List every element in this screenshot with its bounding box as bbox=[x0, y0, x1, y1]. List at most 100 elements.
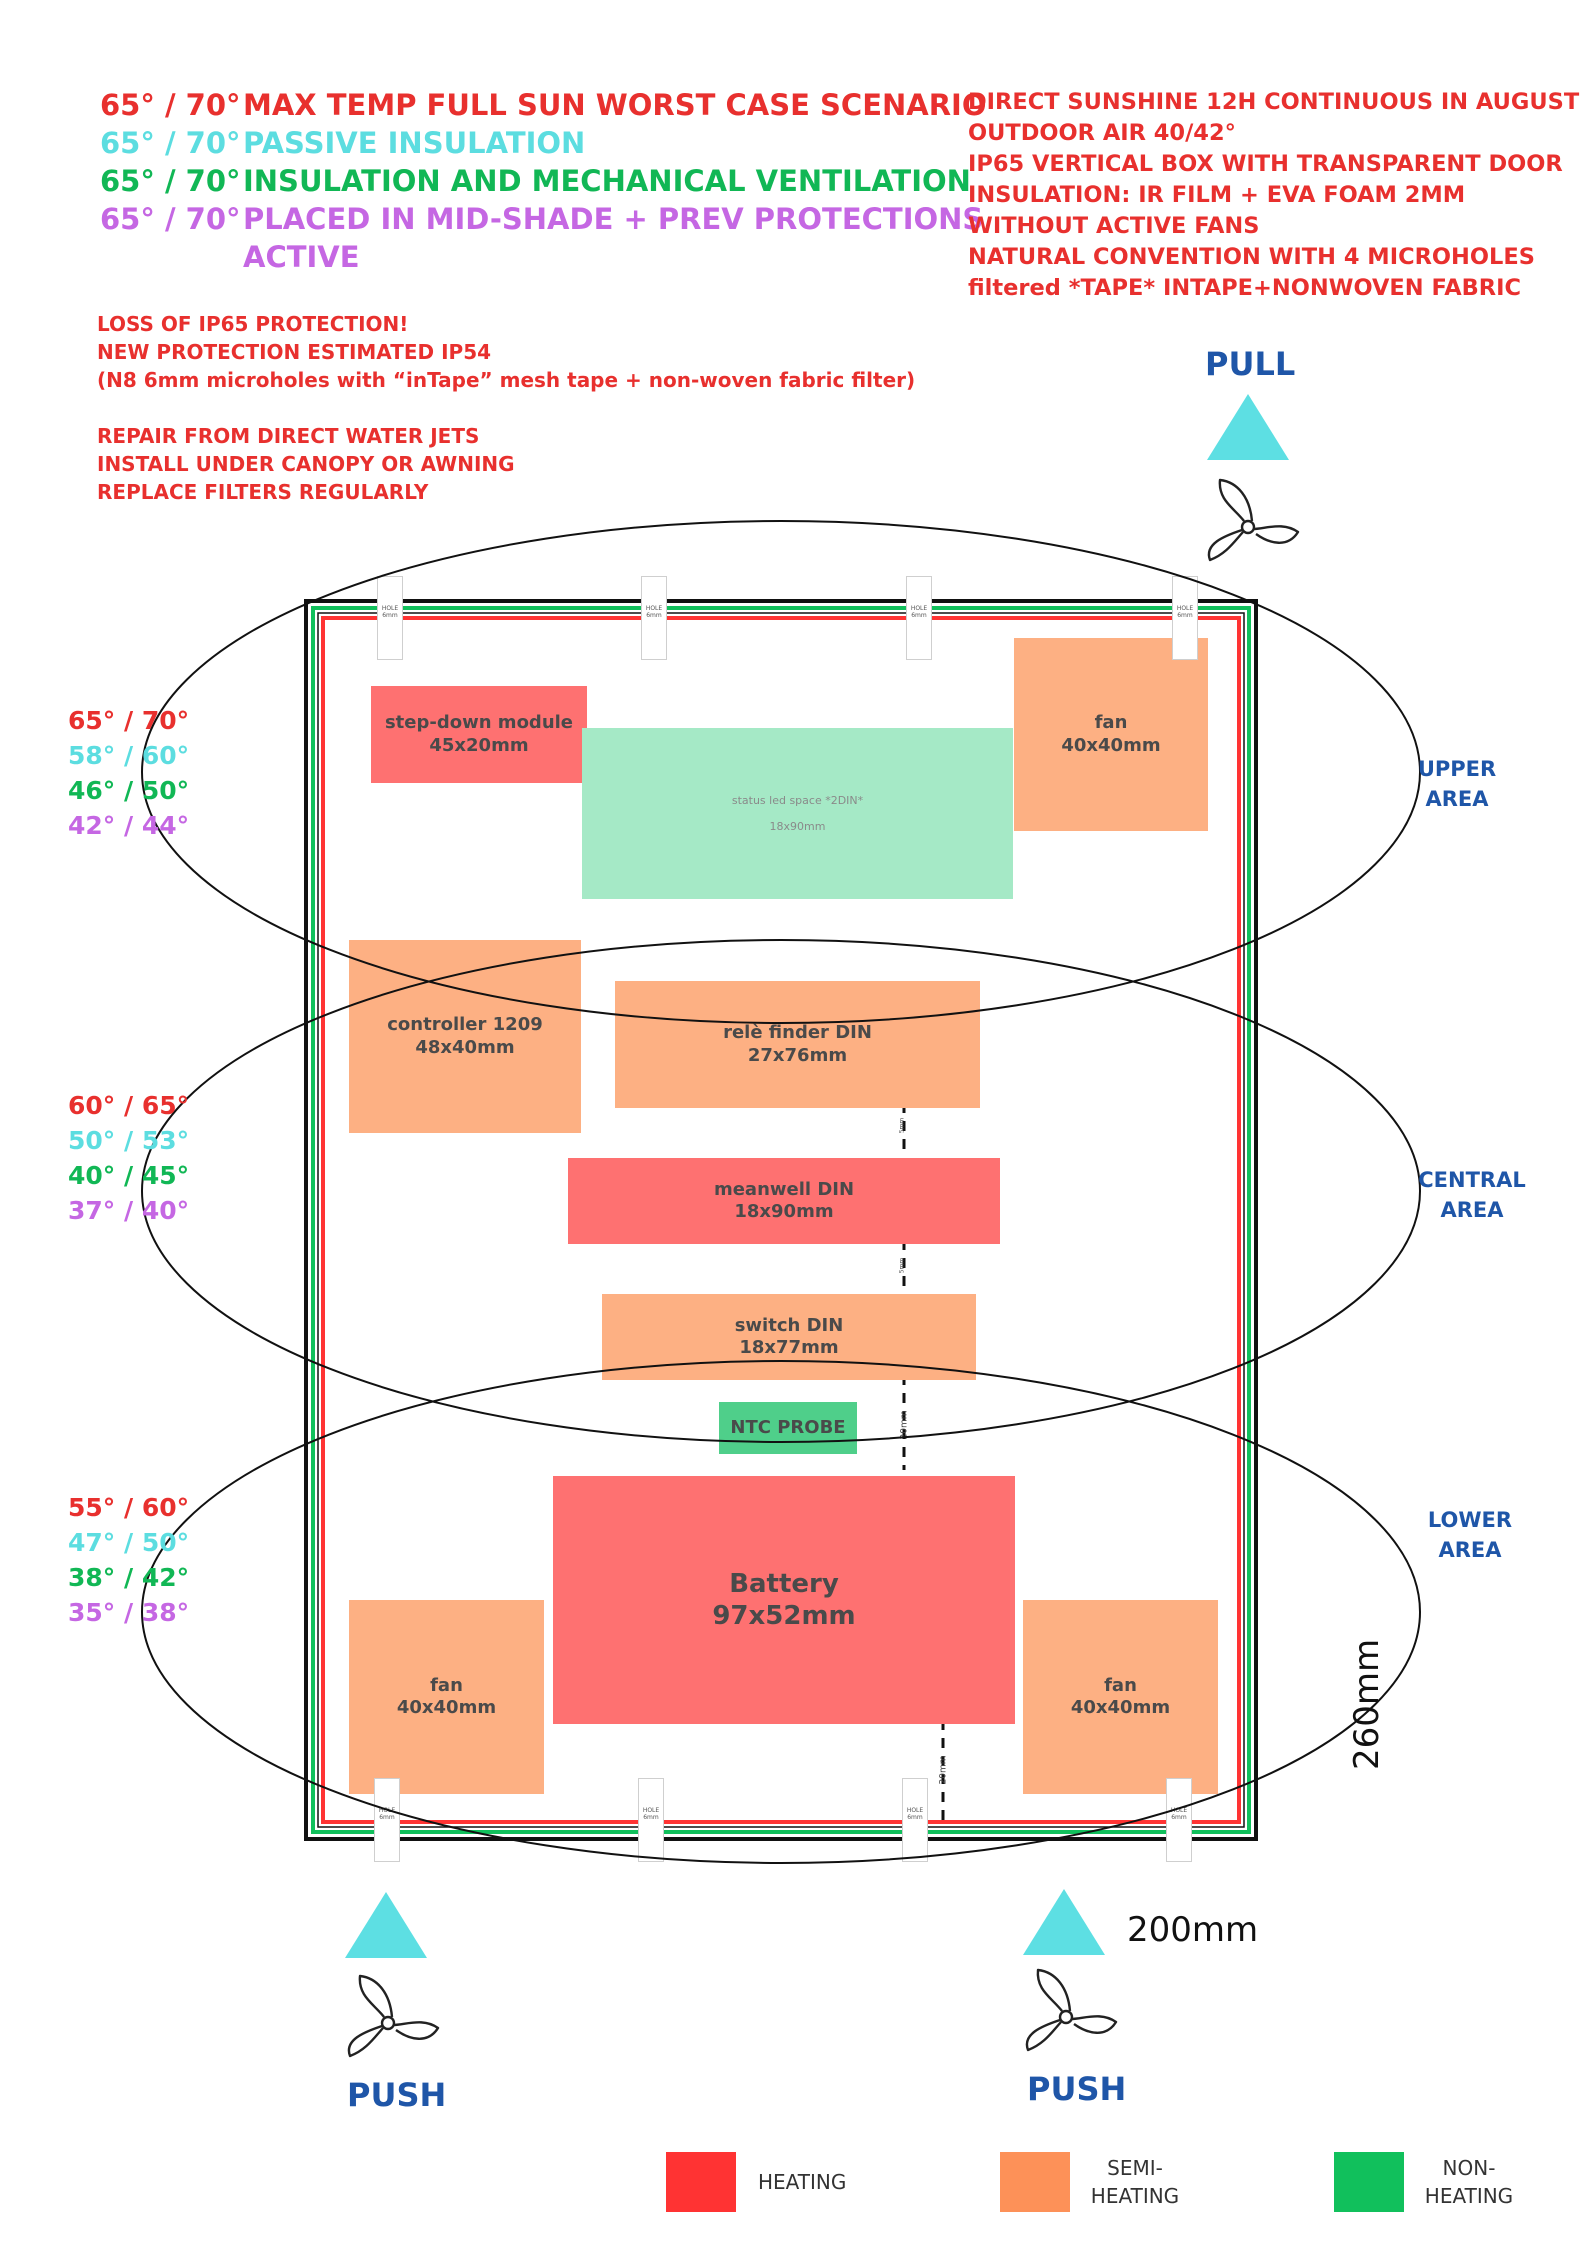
pull-label: PULL bbox=[1205, 345, 1296, 383]
hole-size: 6mm bbox=[1177, 612, 1193, 619]
hole-title: HOLE bbox=[642, 1807, 660, 1814]
area-label-line: AREA bbox=[1438, 1538, 1502, 1562]
lower-area-label: LOWER AREA bbox=[1410, 1505, 1530, 1565]
central-area-temps: 60° / 65° 50° / 53° 40° / 45° 37° / 40° bbox=[68, 1088, 189, 1228]
push-arrow-icon bbox=[345, 1892, 427, 1958]
legend-label-line: HEATING bbox=[1424, 2184, 1514, 2208]
legend-swatch-non-heating bbox=[1334, 2152, 1404, 2212]
temp-passive: 58° / 60° bbox=[68, 741, 190, 770]
spacing-label-a: 5mm bbox=[898, 1117, 906, 1134]
component-size: 18x90mm bbox=[769, 819, 826, 833]
component-size: 27x76mm bbox=[747, 1044, 848, 1066]
component-name: NTC PROBE bbox=[730, 1416, 846, 1438]
component-name: relè finder DIN bbox=[723, 1022, 872, 1043]
temp-max: 55° / 60° bbox=[68, 1493, 190, 1522]
note-no-fans: WITHOUT ACTIVE FANS bbox=[968, 213, 1260, 239]
component-rele-finder-din: relè finder DIN 27x76mm bbox=[615, 981, 980, 1108]
width-dimension: 200mm bbox=[1127, 1910, 1259, 1950]
area-label-line: AREA bbox=[1440, 1198, 1504, 1222]
upper-area-label: UPPER AREA bbox=[1397, 754, 1517, 814]
fan-propeller-icon bbox=[1025, 1968, 1118, 2052]
component-name: status led space *2DIN* bbox=[731, 793, 864, 807]
note-ip54: NEW PROTECTION ESTIMATED IP54 bbox=[97, 340, 492, 364]
component-size: 18x77mm bbox=[739, 1337, 839, 1358]
temp-mid-shade: 35° / 38° bbox=[68, 1598, 190, 1627]
component-size: 48x40mm bbox=[415, 1036, 515, 1058]
hole-size: 6mm bbox=[643, 1814, 659, 1821]
area-label-line: UPPER bbox=[1417, 757, 1497, 781]
hole-size: 6mm bbox=[907, 1814, 923, 1821]
component-name: fan bbox=[1094, 712, 1128, 733]
component-name: controller 1209 bbox=[387, 1014, 543, 1035]
note-outdoor-air: OUTDOOR AIR 40/42° bbox=[968, 120, 1236, 146]
component-size: 45x20mm bbox=[429, 734, 529, 756]
push-label-left: PUSH bbox=[347, 2076, 447, 2114]
hole-title: HOLE bbox=[1170, 1807, 1188, 1814]
component-size: 40x40mm bbox=[1070, 1697, 1171, 1718]
hole-size: 6mm bbox=[382, 612, 398, 619]
hole-size: 6mm bbox=[646, 612, 662, 619]
upper-area-temps: 65° / 70° 58° / 60° 46° / 50° 42° / 44° bbox=[68, 703, 189, 843]
note-filters: REPLACE FILTERS REGULARLY bbox=[97, 480, 429, 504]
component-name: Battery bbox=[729, 1568, 839, 1599]
area-label-line: AREA bbox=[1425, 787, 1489, 811]
area-label-line: LOWER bbox=[1427, 1508, 1513, 1532]
hole-size: 6mm bbox=[1171, 1814, 1187, 1821]
scenario-temp: 65° / 70° bbox=[100, 164, 241, 198]
note-direct-sunshine: DIRECT SUNSHINE 12H CONTINUOUS IN AUGUST bbox=[968, 89, 1580, 115]
hole-title: HOLE bbox=[378, 1807, 396, 1814]
scenario-label: PLACED IN MID-SHADE + PREV PROTECTIONS bbox=[243, 202, 984, 236]
temp-passive: 50° / 53° bbox=[68, 1126, 190, 1155]
scenario-temp: 65° / 70° bbox=[100, 202, 241, 236]
temp-max: 65° / 70° bbox=[68, 706, 190, 735]
note-ip65-loss: LOSS OF IP65 PROTECTION! bbox=[97, 312, 409, 336]
component-name: meanwell DIN bbox=[713, 1178, 855, 1200]
spacing-label-d: 20mm bbox=[938, 1755, 949, 1785]
hole-size: 6mm bbox=[379, 1814, 395, 1821]
component-size: 40x40mm bbox=[396, 1697, 497, 1718]
push-arrow-icon bbox=[1023, 1889, 1105, 1955]
spacing-label-b: 5mm bbox=[898, 1257, 906, 1274]
note-natural-convention: NATURAL CONVENTION WITH 4 MICROHOLES bbox=[968, 244, 1535, 270]
legend-label-non-heating: NON- HEATING bbox=[1414, 2154, 1524, 2210]
hole-title: HOLE bbox=[906, 1807, 924, 1814]
push-label-right: PUSH bbox=[1027, 2070, 1127, 2108]
component-size: 18x90mm bbox=[734, 1201, 834, 1222]
temp-max: 60° / 65° bbox=[68, 1091, 190, 1120]
component-controller-1209: controller 1209 48x40mm bbox=[349, 940, 581, 1133]
legend-label-heating: HEATING bbox=[758, 2170, 847, 2194]
temp-mid-shade: 37° / 40° bbox=[68, 1196, 190, 1225]
scenario-temp: 65° / 70° bbox=[100, 88, 241, 122]
note-insulation: INSULATION: IR FILM + EVA FOAM 2MM bbox=[968, 182, 1466, 208]
legend-swatch-semi-heating bbox=[1000, 2152, 1070, 2212]
scenario-row-mechanical-ventilation: 65° / 70°INSULATION AND MECHANICAL VENTI… bbox=[100, 164, 971, 198]
note-repair: REPAIR FROM DIRECT WATER JETS bbox=[97, 424, 480, 448]
hole-title: HOLE bbox=[381, 605, 399, 612]
lower-area-temps: 55° / 60° 47° / 50° 38° / 42° 35° / 38° bbox=[68, 1490, 189, 1630]
component-fan-bottom-left: fan 40x40mm bbox=[349, 1600, 544, 1794]
legend-swatch-heating bbox=[666, 2152, 736, 2212]
hole-title: HOLE bbox=[1176, 605, 1194, 612]
scenario-temp: 65° / 70° bbox=[100, 126, 241, 160]
component-fan-bottom-right: fan 40x40mm bbox=[1023, 1600, 1218, 1794]
component-battery: Battery 97x52mm bbox=[553, 1476, 1015, 1724]
component-meanwell-din: meanwell DIN 18x90mm bbox=[568, 1158, 1000, 1244]
hole-size: 6mm bbox=[911, 612, 927, 619]
legend-label-line: SEMI- bbox=[1107, 2156, 1163, 2180]
note-canopy: INSTALL UNDER CANOPY OR AWNING bbox=[97, 452, 515, 476]
scenario-label-continued: ACTIVE bbox=[243, 240, 360, 274]
hole-title: HOLE bbox=[645, 605, 663, 612]
scenario-row-max-temp: 65° / 70°MAX TEMP FULL SUN WORST CASE SC… bbox=[100, 88, 987, 122]
height-dimension: 260mm bbox=[1347, 1638, 1387, 1770]
scenario-row-passive-insulation: 65° / 70°PASSIVE INSULATION bbox=[100, 126, 585, 160]
component-name: step-down module bbox=[384, 712, 574, 733]
scenario-label: INSULATION AND MECHANICAL VENTILATION bbox=[243, 164, 971, 198]
